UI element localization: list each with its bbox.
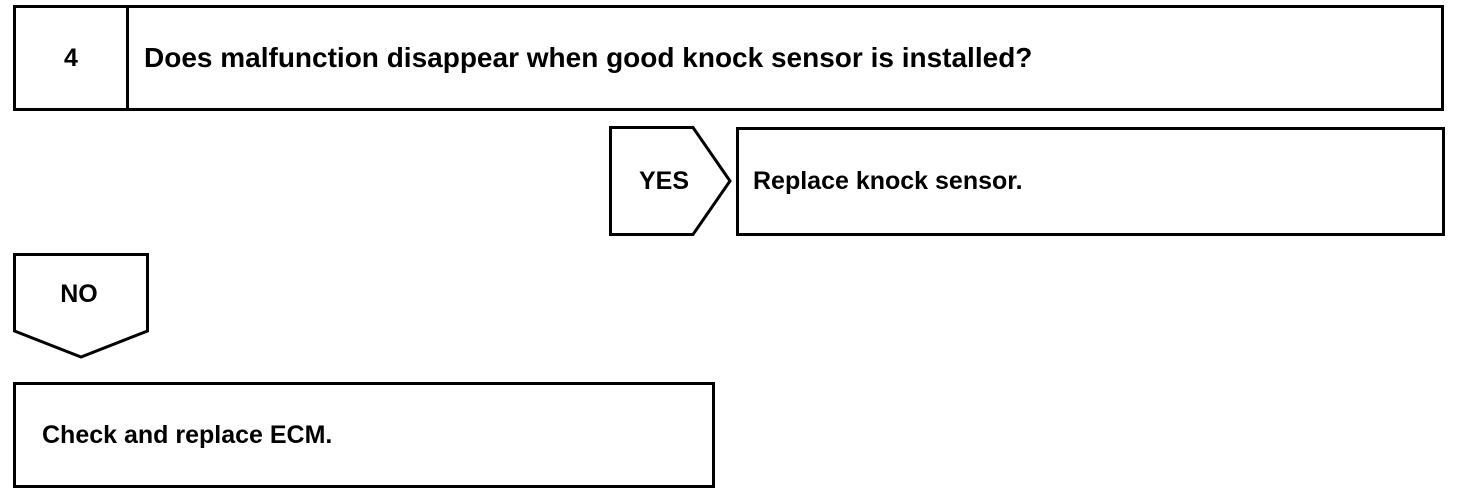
step-question: Does malfunction disappear when good kno… bbox=[144, 42, 1033, 73]
no-action-box: Check and replace ECM. bbox=[13, 382, 715, 488]
yes-label: YES bbox=[638, 166, 690, 195]
step-number: 4 bbox=[16, 8, 129, 108]
no-arrow-shape bbox=[13, 253, 149, 359]
no-label: NO bbox=[60, 279, 98, 308]
no-action-text: Check and replace ECM. bbox=[42, 420, 333, 449]
yes-arrow-shape bbox=[609, 126, 732, 236]
yes-action-box: Replace knock sensor. bbox=[736, 127, 1445, 236]
yes-action-text: Replace knock sensor. bbox=[753, 167, 1023, 195]
step-box: 4 Does malfunction disappear when good k… bbox=[13, 5, 1444, 111]
